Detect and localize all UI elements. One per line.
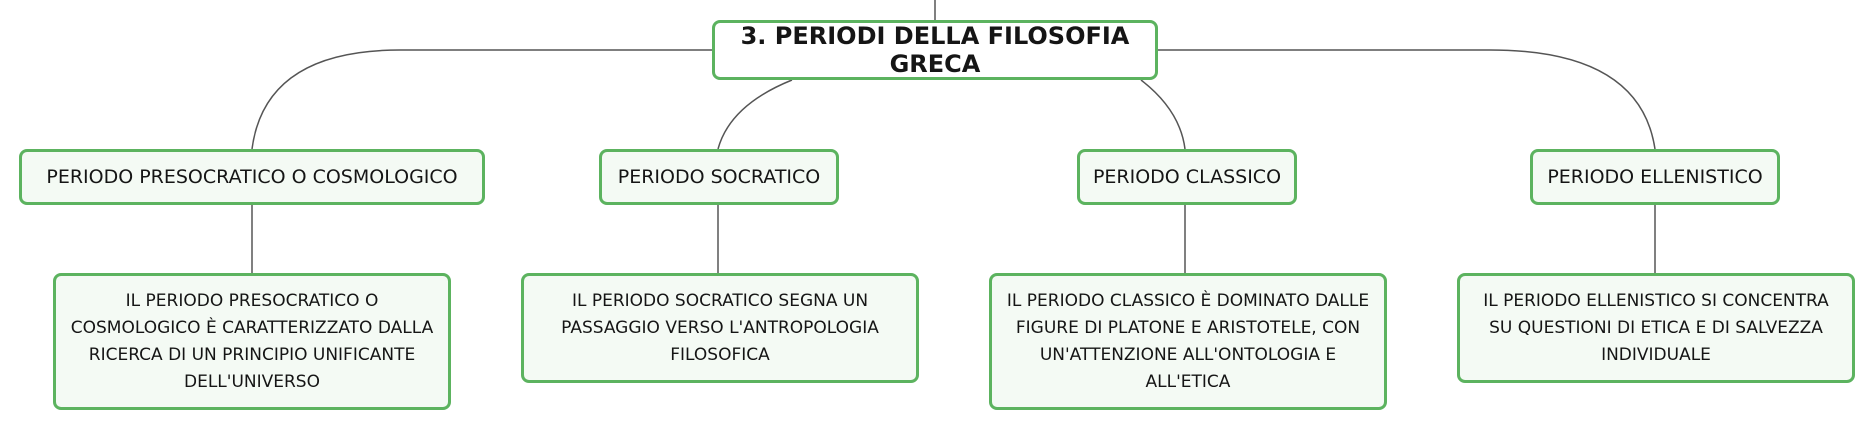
detail-node-text: IL PERIODO ELLENISTICO SI CONCENTRA SU Q… (1483, 290, 1829, 365)
detail-node-classico[interactable]: IL PERIODO CLASSICO È DOMINATO DALLE FIG… (989, 273, 1387, 410)
branch-node-label: PERIODO CLASSICO (1092, 166, 1282, 188)
branch-node-label: PERIODO ELLENISTICO (1547, 166, 1763, 188)
branch-node-presocratico[interactable]: PERIODO PRESOCRATICO O COSMOLOGICO (19, 149, 485, 205)
root-node[interactable]: 3. PERIODI DELLA FILOSOFIA GRECA (712, 20, 1158, 80)
branch-node-classico[interactable]: PERIODO CLASSICO (1077, 149, 1297, 205)
connector-root-branch-2 (717, 79, 793, 150)
connector-root-branch-3 (1140, 79, 1186, 150)
detail-node-presocratico[interactable]: IL PERIODO PRESOCRATICO O COSMOLOGICO È … (53, 273, 451, 410)
connector-root-branch-4 (1158, 49, 1656, 150)
branch-node-socratico[interactable]: PERIODO SOCRATICO (599, 149, 839, 205)
detail-node-ellenistico[interactable]: IL PERIODO ELLENISTICO SI CONCENTRA SU Q… (1457, 273, 1855, 383)
detail-node-text: IL PERIODO SOCRATICO SEGNA UN PASSAGGIO … (561, 290, 879, 365)
branch-node-label: PERIODO SOCRATICO (617, 166, 821, 188)
connector-root-branch-1 (251, 49, 712, 150)
detail-node-text: IL PERIODO CLASSICO È DOMINATO DALLE FIG… (1006, 290, 1370, 392)
detail-node-socratico[interactable]: IL PERIODO SOCRATICO SEGNA UN PASSAGGIO … (521, 273, 919, 383)
detail-node-text: IL PERIODO PRESOCRATICO O COSMOLOGICO È … (70, 290, 434, 392)
root-node-label: 3. PERIODI DELLA FILOSOFIA GRECA (740, 22, 1130, 78)
branch-node-label: PERIODO PRESOCRATICO O COSMOLOGICO (46, 166, 458, 188)
branch-node-ellenistico[interactable]: PERIODO ELLENISTICO (1530, 149, 1780, 205)
